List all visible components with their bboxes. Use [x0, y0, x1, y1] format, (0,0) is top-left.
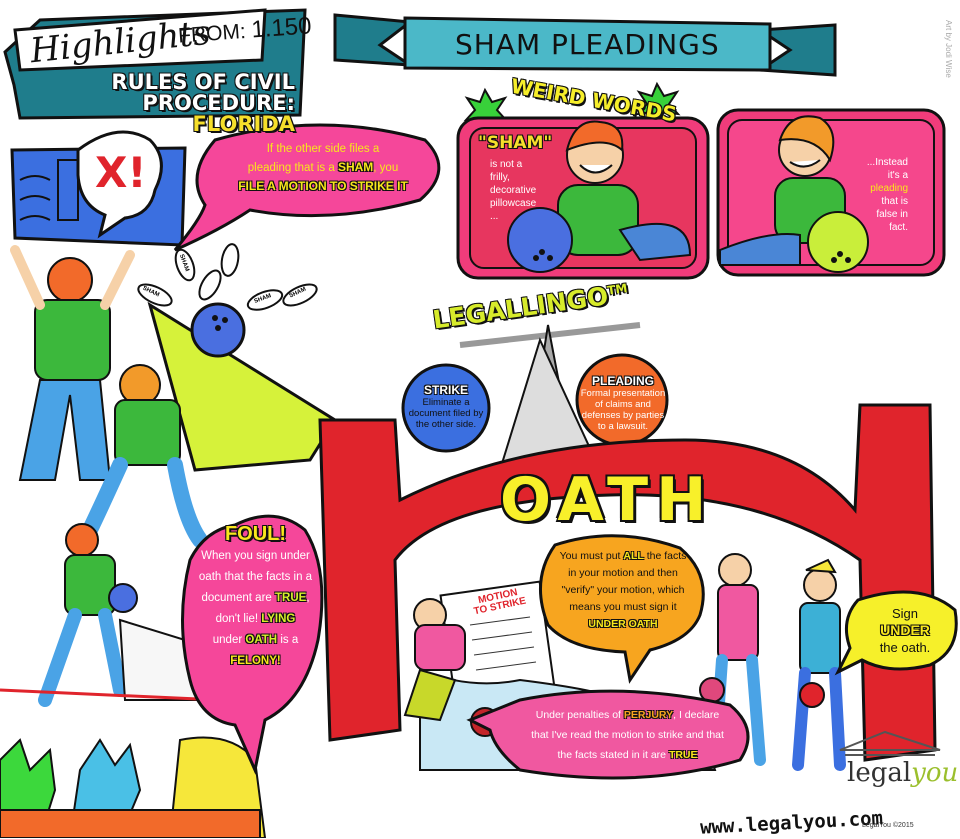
top-bubble-line2-end: , you: [373, 162, 399, 174]
weird-left-line: decorative: [490, 185, 537, 196]
lying-keyword: LYING: [261, 613, 296, 625]
under-keyword: UNDER: [880, 622, 930, 638]
orange-line: the facts: [646, 550, 687, 562]
rule-number: 1.150: [250, 12, 313, 44]
bowler-shirt: [34, 299, 111, 381]
orange-line: means you must sign it: [569, 601, 677, 613]
oath-keyword: OATH: [245, 634, 278, 646]
perjury-line: the facts stated in it are: [557, 749, 667, 761]
weird-left-line: ...: [490, 211, 499, 222]
orange-line: "verify" your motion, which: [561, 584, 685, 596]
perjury-line: Under penalties of: [535, 709, 621, 721]
oath-heading: OATH: [500, 465, 715, 535]
weird-left-line: is not a: [490, 159, 523, 170]
under-oath-keyword: UNDER OATH: [588, 618, 658, 630]
foul-line: When you sign under: [201, 550, 310, 562]
perjury-line: , I declare: [673, 709, 720, 721]
orange-line: You must put: [559, 550, 621, 562]
perjury-bubble: [466, 689, 750, 780]
trademark: TM: [606, 281, 629, 298]
foul-punct: ,: [306, 592, 310, 604]
strike-disc: [401, 363, 491, 453]
strike-definition: STRIKE Eliminate a document filed by the…: [404, 383, 488, 430]
weird-right-text: ...Instead it's a pleading that is false…: [858, 156, 908, 234]
perjury-keyword: PERJURY: [623, 709, 674, 721]
pleading-definition: PLEADING Formal presentation of claims a…: [578, 374, 668, 432]
felony-keyword: FELONY!: [230, 655, 281, 667]
strike-body: Eliminate a document filed by the other …: [408, 397, 484, 430]
foul-line: under: [212, 634, 243, 646]
pleading-title: PLEADING: [591, 374, 654, 388]
from-text: FROM:: [177, 19, 247, 48]
true-keyword: TRUE: [275, 592, 307, 604]
rules-line2: PROCEDURE:: [142, 91, 295, 115]
artist-credit: Art by Jodi Wise: [944, 20, 953, 78]
rules-title: RULES OF CIVIL PROCEDURE: FLORIDA: [60, 72, 295, 135]
copyright: LegalYou ©2015: [862, 822, 914, 829]
logo-legal: legal: [847, 758, 912, 788]
rules-state: FLORIDA: [192, 112, 296, 136]
orange-speech-bubble: [538, 534, 705, 684]
weird-left-line: frilly,: [490, 172, 510, 183]
true-keyword: TRUE: [668, 749, 698, 761]
scoreboard-x-bubble: [76, 130, 163, 239]
top-bubble-line1: If the other side files a: [266, 143, 380, 155]
weird-right-line: it's a: [887, 170, 908, 181]
weird-right-line: fact.: [889, 222, 908, 233]
logo-you: you: [911, 758, 959, 788]
sign-under-bubble: [834, 590, 958, 676]
sham-keyword: SHAM: [337, 160, 374, 174]
legalyou-logo: legalyou: [847, 758, 958, 788]
foul-line: document are: [201, 592, 272, 604]
rules-line1: RULES OF CIVIL: [111, 70, 295, 94]
logo-roof-icon: [839, 730, 941, 751]
foul-line: don't lie!: [215, 613, 259, 625]
strike-title: STRIKE: [423, 383, 468, 397]
page-title: SHAM PLEADINGS: [455, 28, 720, 61]
top-bubble-line3: FILE A MOTION TO STRIKE IT: [238, 179, 408, 193]
top-bubble-line2: pleading that is a: [247, 162, 335, 174]
orange-bubble-text: You must put ALL the facts in your motio…: [548, 548, 698, 633]
sham-word: "SHAM": [478, 133, 553, 153]
sham-pleadings-ribbon: [403, 16, 772, 72]
weird-right-line: false in: [876, 209, 908, 220]
weird-right-line: ...Instead: [866, 157, 908, 168]
perjury-line: that I've read the motion to strike and …: [531, 729, 724, 741]
foul-line: oath that the facts in a: [198, 571, 313, 583]
pleading-body: Formal presentation of claims and defens…: [580, 388, 666, 432]
foul-title: FOUL!: [224, 523, 287, 545]
foul-bubble: [181, 514, 324, 775]
foul-line: is a: [280, 634, 299, 646]
sign-line: the oath.: [879, 640, 931, 655]
sign-line: Sign: [891, 606, 919, 621]
top-speech-bubble: [173, 123, 441, 252]
weird-right-line: pleading: [870, 183, 908, 194]
top-bubble-text: If the other side files a pleading that …: [218, 140, 428, 195]
orange-line: in your motion and then: [568, 567, 678, 579]
weird-right-line: that is: [881, 196, 908, 207]
foul-text: FOUL! When you sign under oath that the …: [193, 523, 318, 672]
perjury-bubble-text: Under penalties of PERJURY, I declare th…: [510, 705, 745, 765]
weird-left-line: pillowcase: [490, 198, 537, 209]
all-keyword: ALL: [623, 550, 644, 562]
sign-bubble-text: Sign UNDER the oath.: [860, 605, 950, 656]
highlights-label-shape: [13, 8, 267, 72]
weird-left-text: is not a frilly, decorative pillowcase .…: [490, 158, 550, 223]
scoreboard-x-mark: X!: [95, 148, 147, 197]
